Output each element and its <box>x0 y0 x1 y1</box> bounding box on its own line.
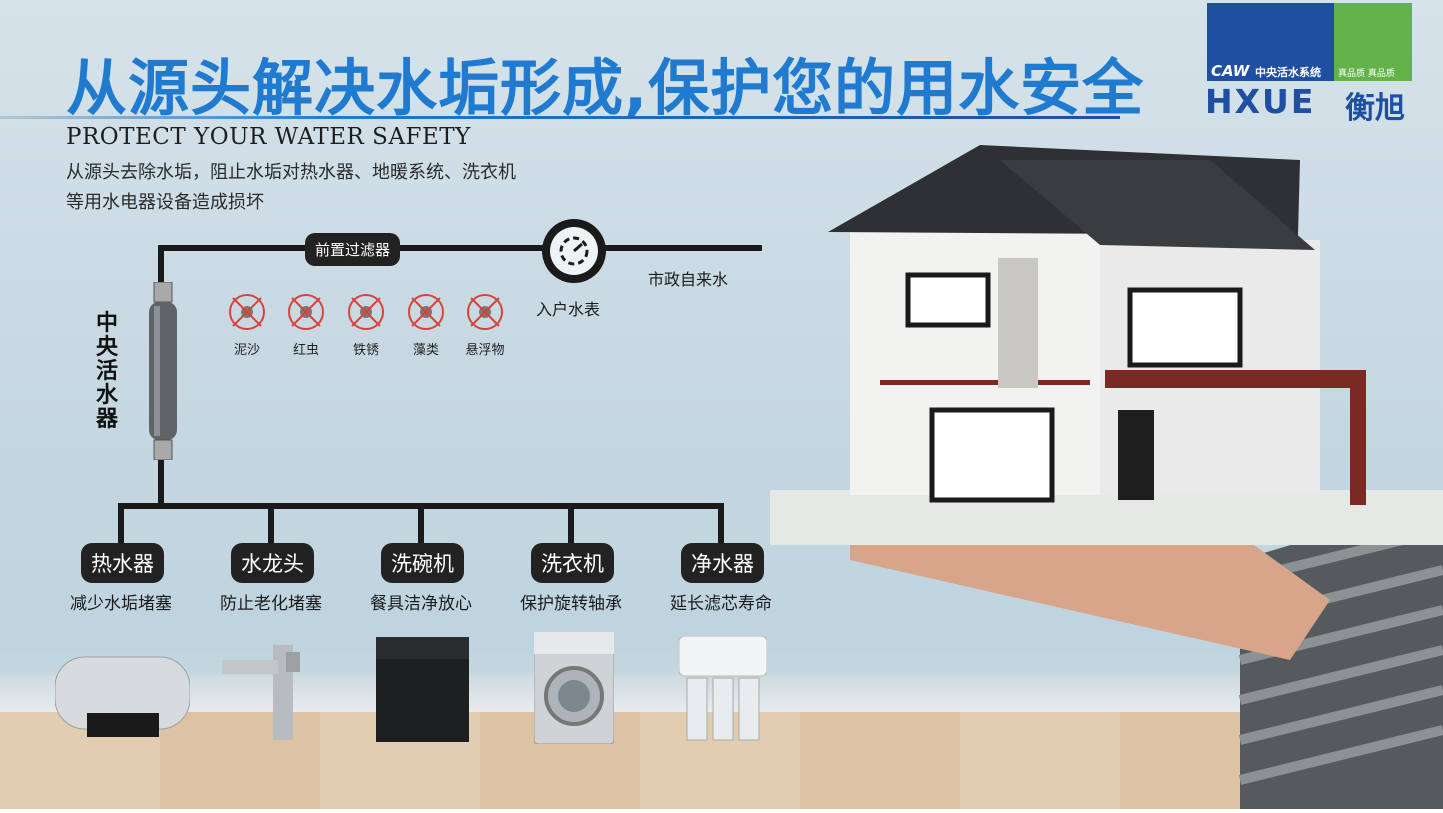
appliance-name-tag: 洗衣机 <box>531 543 614 583</box>
prefilter-tag: 前置过滤器 <box>305 233 401 266</box>
appliance-benefit: 保护旋转轴承 <box>520 594 622 614</box>
description-line-1: 从源头去除水垢，阻止水垢对热水器、地暖系统、洗衣机 <box>66 162 516 183</box>
appliance-benefit: 防止老化堵塞 <box>220 594 322 614</box>
house-in-hand-image <box>770 140 1443 809</box>
green-logo-block: 真品质 真品质 <box>1334 3 1412 81</box>
dishwasher-image <box>376 637 469 742</box>
contaminant-ban-icon <box>346 292 386 332</box>
brand-name-cn: 衡旭 <box>1345 91 1405 126</box>
caw-logo-mark: CAW <box>1211 62 1250 80</box>
water-meter-icon <box>542 219 606 283</box>
appliance-benefit: 减少水垢堵塞 <box>70 594 172 614</box>
contaminant-label: 红虫 <box>292 343 319 358</box>
branch-pipe-5 <box>718 503 724 545</box>
meter-label: 入户水表 <box>536 300 601 319</box>
english-subtitle: PROTECT YOUR WATER SAFETY <box>66 124 471 150</box>
appliance-benefit: 延长滤芯寿命 <box>670 594 772 614</box>
central-device-label: 中央活水器 <box>95 311 118 432</box>
page-title: 从源头解决水垢形成,保护您的用水安全 <box>66 53 1145 124</box>
branch-pipe-3 <box>418 503 424 545</box>
faucet-image <box>218 640 300 740</box>
contaminant-ban-icon <box>227 292 267 332</box>
contaminant-label: 泥沙 <box>233 343 260 358</box>
green-logo-text: 真品质 真品质 <box>1338 69 1395 79</box>
appliance-name-tag: 洗碗机 <box>381 543 464 583</box>
appliance-benefit: 餐具洁净放心 <box>370 594 472 614</box>
contaminant-ban-icon <box>465 292 505 332</box>
central-water-device <box>146 281 180 461</box>
water-heater-image <box>54 655 191 740</box>
contaminant-ban-icon <box>286 292 326 332</box>
municipal-water-label: 市政自来水 <box>648 270 729 289</box>
contaminant-label: 悬浮物 <box>465 343 505 358</box>
branch-pipe-4 <box>568 503 574 545</box>
main-supply-pipe <box>158 245 762 251</box>
water-purifier-image <box>678 635 768 742</box>
caw-logo-text: 中央活水系统 <box>1255 66 1321 79</box>
branch-pipe-2 <box>268 503 274 545</box>
contaminant-label: 藻类 <box>412 343 439 358</box>
contaminant-ban-icon <box>406 292 446 332</box>
caw-logo-block: CAW 中央活水系统 <box>1207 3 1334 81</box>
appliance-name-tag: 水龙头 <box>231 543 314 583</box>
washing-machine-image <box>533 631 615 745</box>
appliance-name-tag: 净水器 <box>681 543 764 583</box>
description-line-2: 等用水电器设备造成损坏 <box>66 192 264 213</box>
title-underline <box>0 116 1120 119</box>
appliance-name-tag: 热水器 <box>81 543 164 583</box>
brand-name-en: HXUE <box>1205 82 1316 121</box>
branch-pipe-1 <box>118 503 124 545</box>
contaminant-label: 铁锈 <box>352 343 379 358</box>
